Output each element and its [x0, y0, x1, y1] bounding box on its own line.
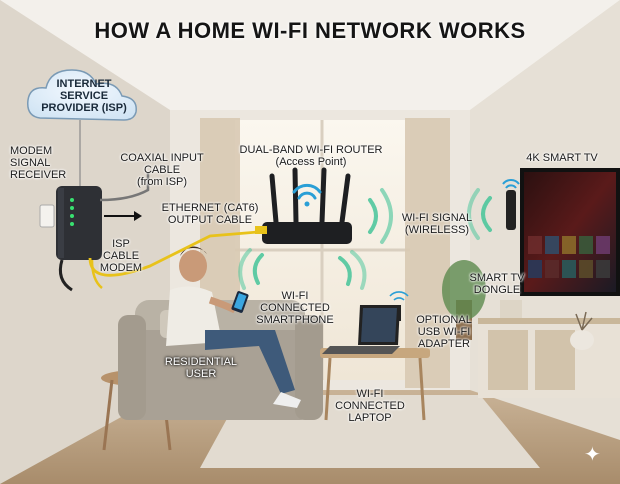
coax-cable-label: COAXIAL INPUT CABLE (from ISP) — [120, 152, 204, 188]
ethernet-label: ETHERNET (CAT6) OUTPUT CABLE — [161, 202, 259, 226]
modem-receiver-label: MODEM SIGNAL RECEIVER — [10, 145, 67, 181]
cable-modem-label: ISP CABLE MODEM — [99, 238, 143, 274]
usb-adapter-wifi-icon — [389, 291, 409, 301]
router-label: DUAL-BAND WI-FI ROUTER (Access Point) — [239, 144, 383, 168]
wifi-signal-label: WI-FI SIGNAL (WIRELESS) — [401, 212, 473, 236]
user-label: RESIDENTIAL USER — [164, 356, 238, 380]
tv-dongle-label: SMART TV DONGLE — [469, 272, 525, 296]
wifi-icon — [292, 183, 322, 200]
usb-adapter-label: OPTIONAL USB WI-FI ADAPTER — [416, 314, 472, 350]
isp-label: INTERNET SERVICE PROVIDER (ISP) — [41, 78, 127, 114]
sparkle-icon: ✦ — [584, 444, 601, 466]
page-title: HOW A HOME WI-FI NETWORK WORKS — [94, 18, 526, 43]
smart-tv-label: 4K SMART TV — [526, 152, 598, 164]
arrow-right-icon — [104, 211, 142, 221]
cloud-icon — [27, 69, 137, 121]
smartphone-label: WI-FI CONNECTED SMARTPHONE — [256, 290, 334, 326]
laptop-label: WI-FI CONNECTED LAPTOP — [335, 388, 405, 424]
dongle-wifi-icon — [502, 179, 520, 189]
